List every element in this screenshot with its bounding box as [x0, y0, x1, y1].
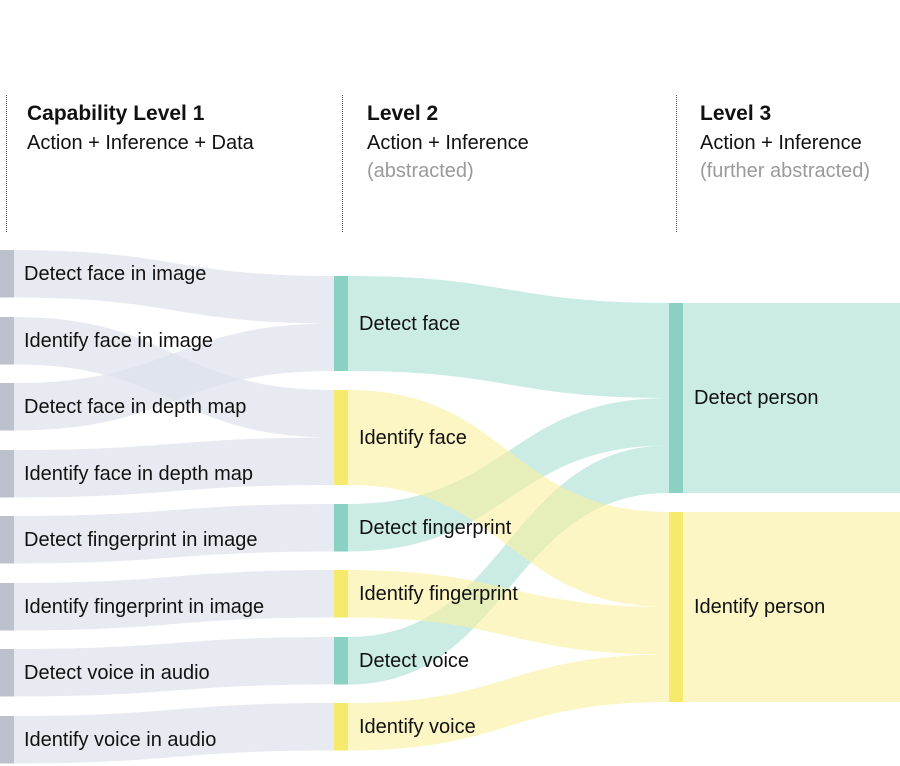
header-title: Level 3 [700, 102, 772, 125]
node-bar-l1_7 [0, 716, 14, 764]
node-bar-l1_2 [0, 383, 14, 431]
header-note: (further abstracted) [700, 160, 871, 182]
node-label: Detect face [359, 312, 461, 335]
node-label: Identify voice [359, 715, 476, 738]
flow-l2_3-l3_1 [348, 570, 669, 655]
header-level-2: Level 2 Action + Inference (abstracted) [367, 100, 529, 184]
flow-l2_0-l3_0 [348, 276, 669, 398]
node-label: Detect face in image [24, 262, 207, 285]
node-bar-l2_2 [334, 504, 348, 552]
node-label: Detect voice in audio [24, 661, 210, 684]
node-label: Identify fingerprint in image [24, 595, 265, 618]
node-bar-l1_6 [0, 649, 14, 697]
header-level-1: Capability Level 1 Action + Inference + … [27, 100, 254, 158]
output-band-l3_0 [683, 303, 900, 493]
flow-l1_0-l2_0 [14, 250, 334, 324]
header-title: Level 2 [367, 102, 439, 125]
node-bar-l1_3 [0, 450, 14, 498]
node-label: Detect person [694, 387, 819, 409]
flow-l2_1-l3_1 [348, 390, 669, 607]
node-label: Identify face [359, 426, 467, 449]
column-divider-2 [342, 95, 343, 232]
header-subtitle: Action + Inference + Data [27, 132, 254, 154]
node-bar-l2_5 [334, 703, 348, 751]
node-label: Identify face in image [24, 329, 213, 352]
flow-l1_1-l2_1 [14, 317, 334, 438]
node-bar-l1_1 [0, 317, 14, 365]
flow-l1_7-l2_5 [14, 703, 334, 764]
node-bar-l3_0 [669, 303, 683, 493]
flow-l1_6-l2_4 [14, 637, 334, 697]
node-bar-l1_0 [0, 250, 14, 298]
header-title: Capability Level 1 [27, 102, 205, 125]
column-divider-1 [6, 95, 7, 232]
node-label: Identify fingerprint [359, 582, 518, 605]
column-divider-3 [676, 95, 677, 232]
node-bar-l2_4 [334, 637, 348, 685]
node-bar-l1_5 [0, 583, 14, 631]
node-bar-l2_0 [334, 276, 348, 371]
header-subtitle: Action + Inference [367, 132, 529, 154]
flow-l1_5-l2_3 [14, 570, 334, 631]
output-band-l3_1 [683, 512, 900, 702]
header-subtitle: Action + Inference [700, 132, 862, 154]
node-label: Detect face in depth map [24, 395, 247, 418]
node-label: Detect fingerprint [359, 516, 512, 539]
node-bar-l2_1 [334, 390, 348, 485]
flow-l1_3-l2_1 [14, 437, 334, 498]
node-label: Identify voice in audio [24, 728, 217, 751]
header-level-3: Level 3 Action + Inference (further abst… [700, 100, 870, 184]
node-bar-l3_1 [669, 512, 683, 702]
node-label: Detect fingerprint in image [24, 528, 258, 551]
flow-l1_4-l2_2 [14, 504, 334, 564]
node-bar-l2_3 [334, 570, 348, 618]
node-bar-l1_4 [0, 516, 14, 564]
node-label: Detect voice [359, 649, 470, 672]
node-label: Identify face in depth map [24, 462, 254, 485]
flow-l2_5-l3_1 [348, 654, 669, 751]
header-note: (abstracted) [367, 160, 474, 182]
node-label: Identify person [694, 596, 826, 618]
